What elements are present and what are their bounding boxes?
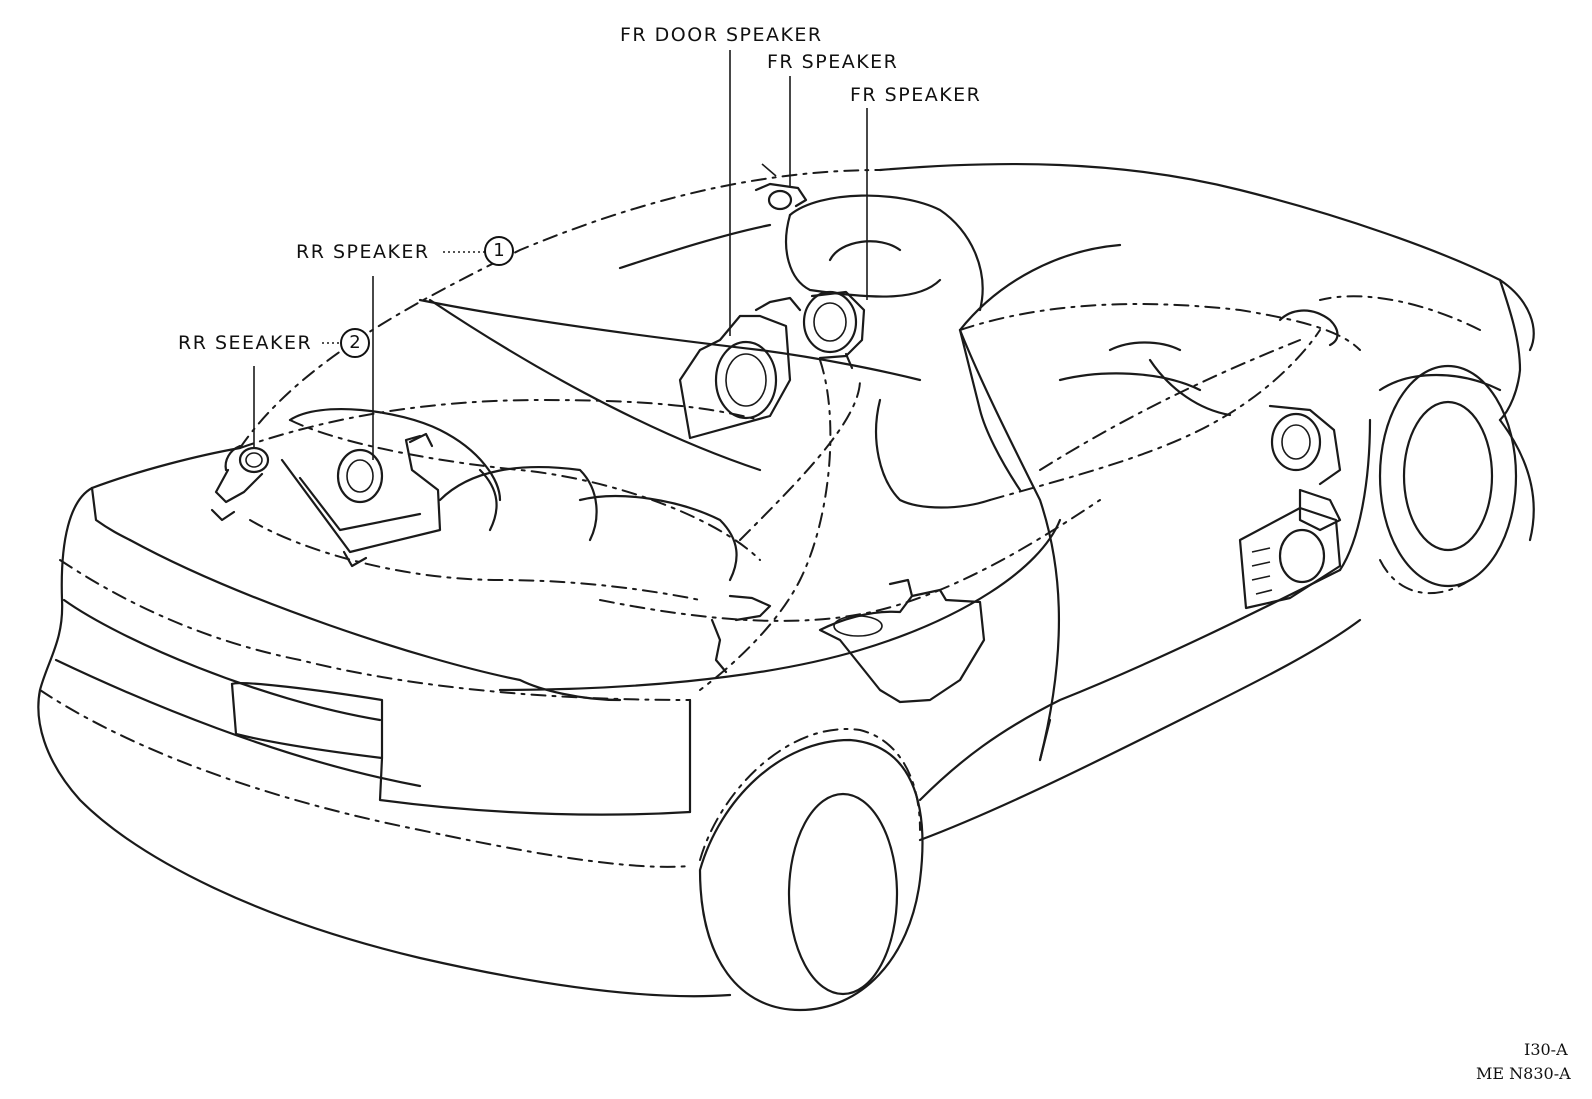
label-rr-speaker-2: RR SEEAKER — [178, 332, 313, 354]
figure-code-top: I30-A — [1524, 1040, 1568, 1059]
label-rr-speaker-1: RR SPEAKER — [296, 241, 430, 263]
fr-speaker-lower-assembly — [802, 290, 866, 370]
car-body — [37, 162, 1535, 1012]
rr-speaker-left-assembly — [210, 444, 270, 522]
fr-door-speaker-assembly — [678, 296, 802, 440]
label-fr-speaker-lower: FR SPEAKER — [850, 84, 982, 106]
figure-code-bottom: ME N830-A — [1476, 1064, 1571, 1083]
callout-1: 1 — [484, 236, 514, 266]
leader-lines — [253, 50, 868, 460]
right-side-speaker-assembly — [1238, 404, 1342, 610]
label-fr-door-speaker: FR DOOR SPEAKER — [620, 24, 823, 46]
label-fr-speaker-upper: FR SPEAKER — [767, 51, 899, 73]
callout-2: 2 — [340, 328, 370, 358]
left-rear-bracket-assembly — [710, 578, 986, 704]
rr-speaker-right-assembly — [280, 432, 442, 568]
fr-speaker-upper-assembly — [754, 163, 808, 211]
